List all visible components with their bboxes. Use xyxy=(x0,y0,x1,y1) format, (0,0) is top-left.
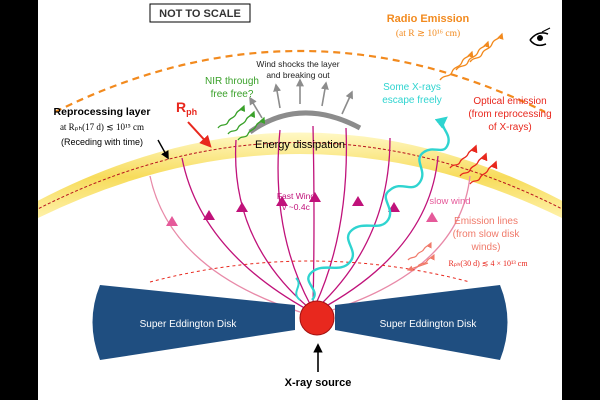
rph30-pointer-arrow xyxy=(406,262,429,272)
reprocessing-layer-band xyxy=(38,132,562,219)
reprocessing-pointer-arrow xyxy=(157,139,169,160)
fast-wind-arrowheads xyxy=(203,192,400,220)
radio-emission-radius: (at R ≳ 10¹⁶ cm) xyxy=(396,28,460,39)
shock-bubble xyxy=(248,110,362,135)
reprocessing-title: Reprocessing layer xyxy=(54,106,151,118)
disk-right-shape xyxy=(335,285,508,360)
fast-wind-line2: v ~0.4c xyxy=(282,202,310,212)
fast-wind-line1: Fast Wind xyxy=(277,191,316,201)
wind-shock-line1: Wind shocks the layer xyxy=(256,59,339,69)
xray-escape-wave xyxy=(307,116,450,301)
not-to-scale-box xyxy=(149,3,251,23)
rph-label: Rph xyxy=(176,99,197,117)
slow-wind-label: slow wind xyxy=(429,196,470,207)
slow-wind-arrowheads xyxy=(166,212,438,226)
rph30-arc xyxy=(149,260,471,283)
radio-emission-title: Radio Emission xyxy=(387,13,470,25)
emission-lines-line3: winds) xyxy=(471,242,501,253)
disk-left-shape xyxy=(92,285,295,360)
emission-lines-line1: Emission lines xyxy=(454,216,518,227)
eye-icon xyxy=(529,27,551,47)
upward-arrows xyxy=(249,78,353,119)
emission-lines-line2: (from slow disk xyxy=(453,229,521,240)
wind-shock-line2: and breaking out xyxy=(266,70,330,80)
disk-left-label: Super Eddington Disk xyxy=(140,319,238,330)
optical-line1: Optical emission xyxy=(473,96,546,107)
optical-line3: of X-rays) xyxy=(488,122,531,133)
xray-source-label: X-ray source xyxy=(285,377,352,389)
nir-wave-arrows xyxy=(217,104,266,141)
disk-right-label: Super Eddington Disk xyxy=(380,319,478,330)
reprocessing-radius: at Rₚₕ(17 d) ≲ 10¹⁵ cm xyxy=(60,122,144,132)
xray-escape-line1: Some X-rays xyxy=(383,82,441,93)
xray-short-wave xyxy=(295,277,301,301)
nir-line1: NIR through xyxy=(205,76,259,87)
wind-field-lines xyxy=(149,125,471,313)
rph-pointer-arrow xyxy=(187,121,212,148)
not-to-scale-label: NOT TO SCALE xyxy=(159,8,241,20)
reprocessing-note: (Receding with time) xyxy=(61,137,143,147)
energy-dissipation-label: Energy dissipation xyxy=(255,139,345,151)
nir-line2: free free? xyxy=(211,89,254,100)
emission-wave-arrows xyxy=(407,241,435,267)
xray-source-circle xyxy=(299,300,335,336)
optical-wave-arrows xyxy=(449,144,498,185)
rph-dotted-line xyxy=(38,142,562,210)
optical-line2: (from reprocessing xyxy=(468,109,551,120)
rph30-label: Rₚₕ(30 d) ≲ 4 × 10¹³ cm xyxy=(448,259,528,268)
radio-emission-arc xyxy=(54,50,546,113)
xray-escape-line2: escape freely xyxy=(382,95,441,106)
radio-wave-arrows xyxy=(439,32,504,81)
